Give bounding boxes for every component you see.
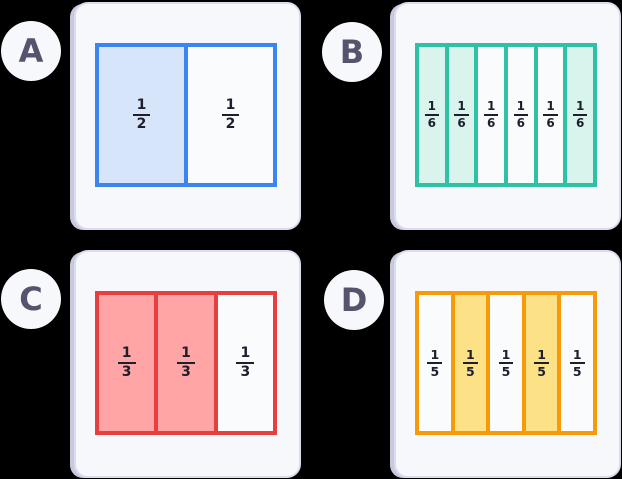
option-badge-c[interactable]: C: [1, 269, 61, 329]
fraction-numerator: 1: [569, 348, 585, 364]
option-letter: A: [18, 32, 44, 70]
option-letter: C: [19, 280, 43, 318]
fraction-numerator: 1: [117, 346, 136, 364]
fraction-numerator: 1: [132, 98, 151, 116]
fraction-denominator: 6: [576, 116, 585, 130]
fraction-numerator: 1: [221, 98, 240, 116]
fraction-denominator: 2: [225, 116, 236, 132]
fraction-numerator: 1: [463, 348, 478, 364]
fraction-denominator: 3: [181, 364, 191, 380]
option-letter: D: [340, 281, 368, 319]
option-badge-d[interactable]: D: [324, 270, 384, 330]
fraction-numerator: 1: [543, 100, 558, 116]
fraction-numerator: 1: [177, 346, 195, 364]
fraction-denominator: 2: [136, 116, 147, 132]
fraction-denominator: 6: [427, 116, 437, 130]
fraction-denominator: 5: [430, 364, 440, 379]
option-badge-b[interactable]: B: [322, 22, 382, 82]
fraction-denominator: 5: [466, 364, 475, 379]
fraction-numerator: 1: [454, 100, 469, 116]
fraction-denominator: 5: [501, 364, 511, 379]
fraction-denominator: 5: [537, 364, 546, 379]
fraction-numerator: 1: [534, 348, 549, 364]
fraction-denominator: 3: [121, 364, 132, 380]
fraction-numerator: 1: [484, 100, 499, 116]
fraction-numerator: 1: [573, 100, 588, 116]
fraction-denominator: 6: [487, 116, 496, 130]
fraction-denominator: 5: [572, 364, 582, 379]
fraction-denominator: 6: [546, 116, 555, 130]
fraction-denominator: 6: [457, 116, 466, 130]
fraction-numerator: 1: [498, 348, 514, 364]
fraction-numerator: 1: [427, 348, 443, 364]
fraction-denominator: 3: [240, 364, 251, 380]
option-letter: B: [339, 33, 365, 71]
fraction-numerator: 1: [236, 346, 255, 364]
fraction-denominator: 6: [516, 116, 526, 130]
fraction-numerator: 1: [513, 100, 529, 116]
option-badge-a[interactable]: A: [1, 21, 61, 81]
fraction-numerator: 1: [424, 100, 440, 116]
